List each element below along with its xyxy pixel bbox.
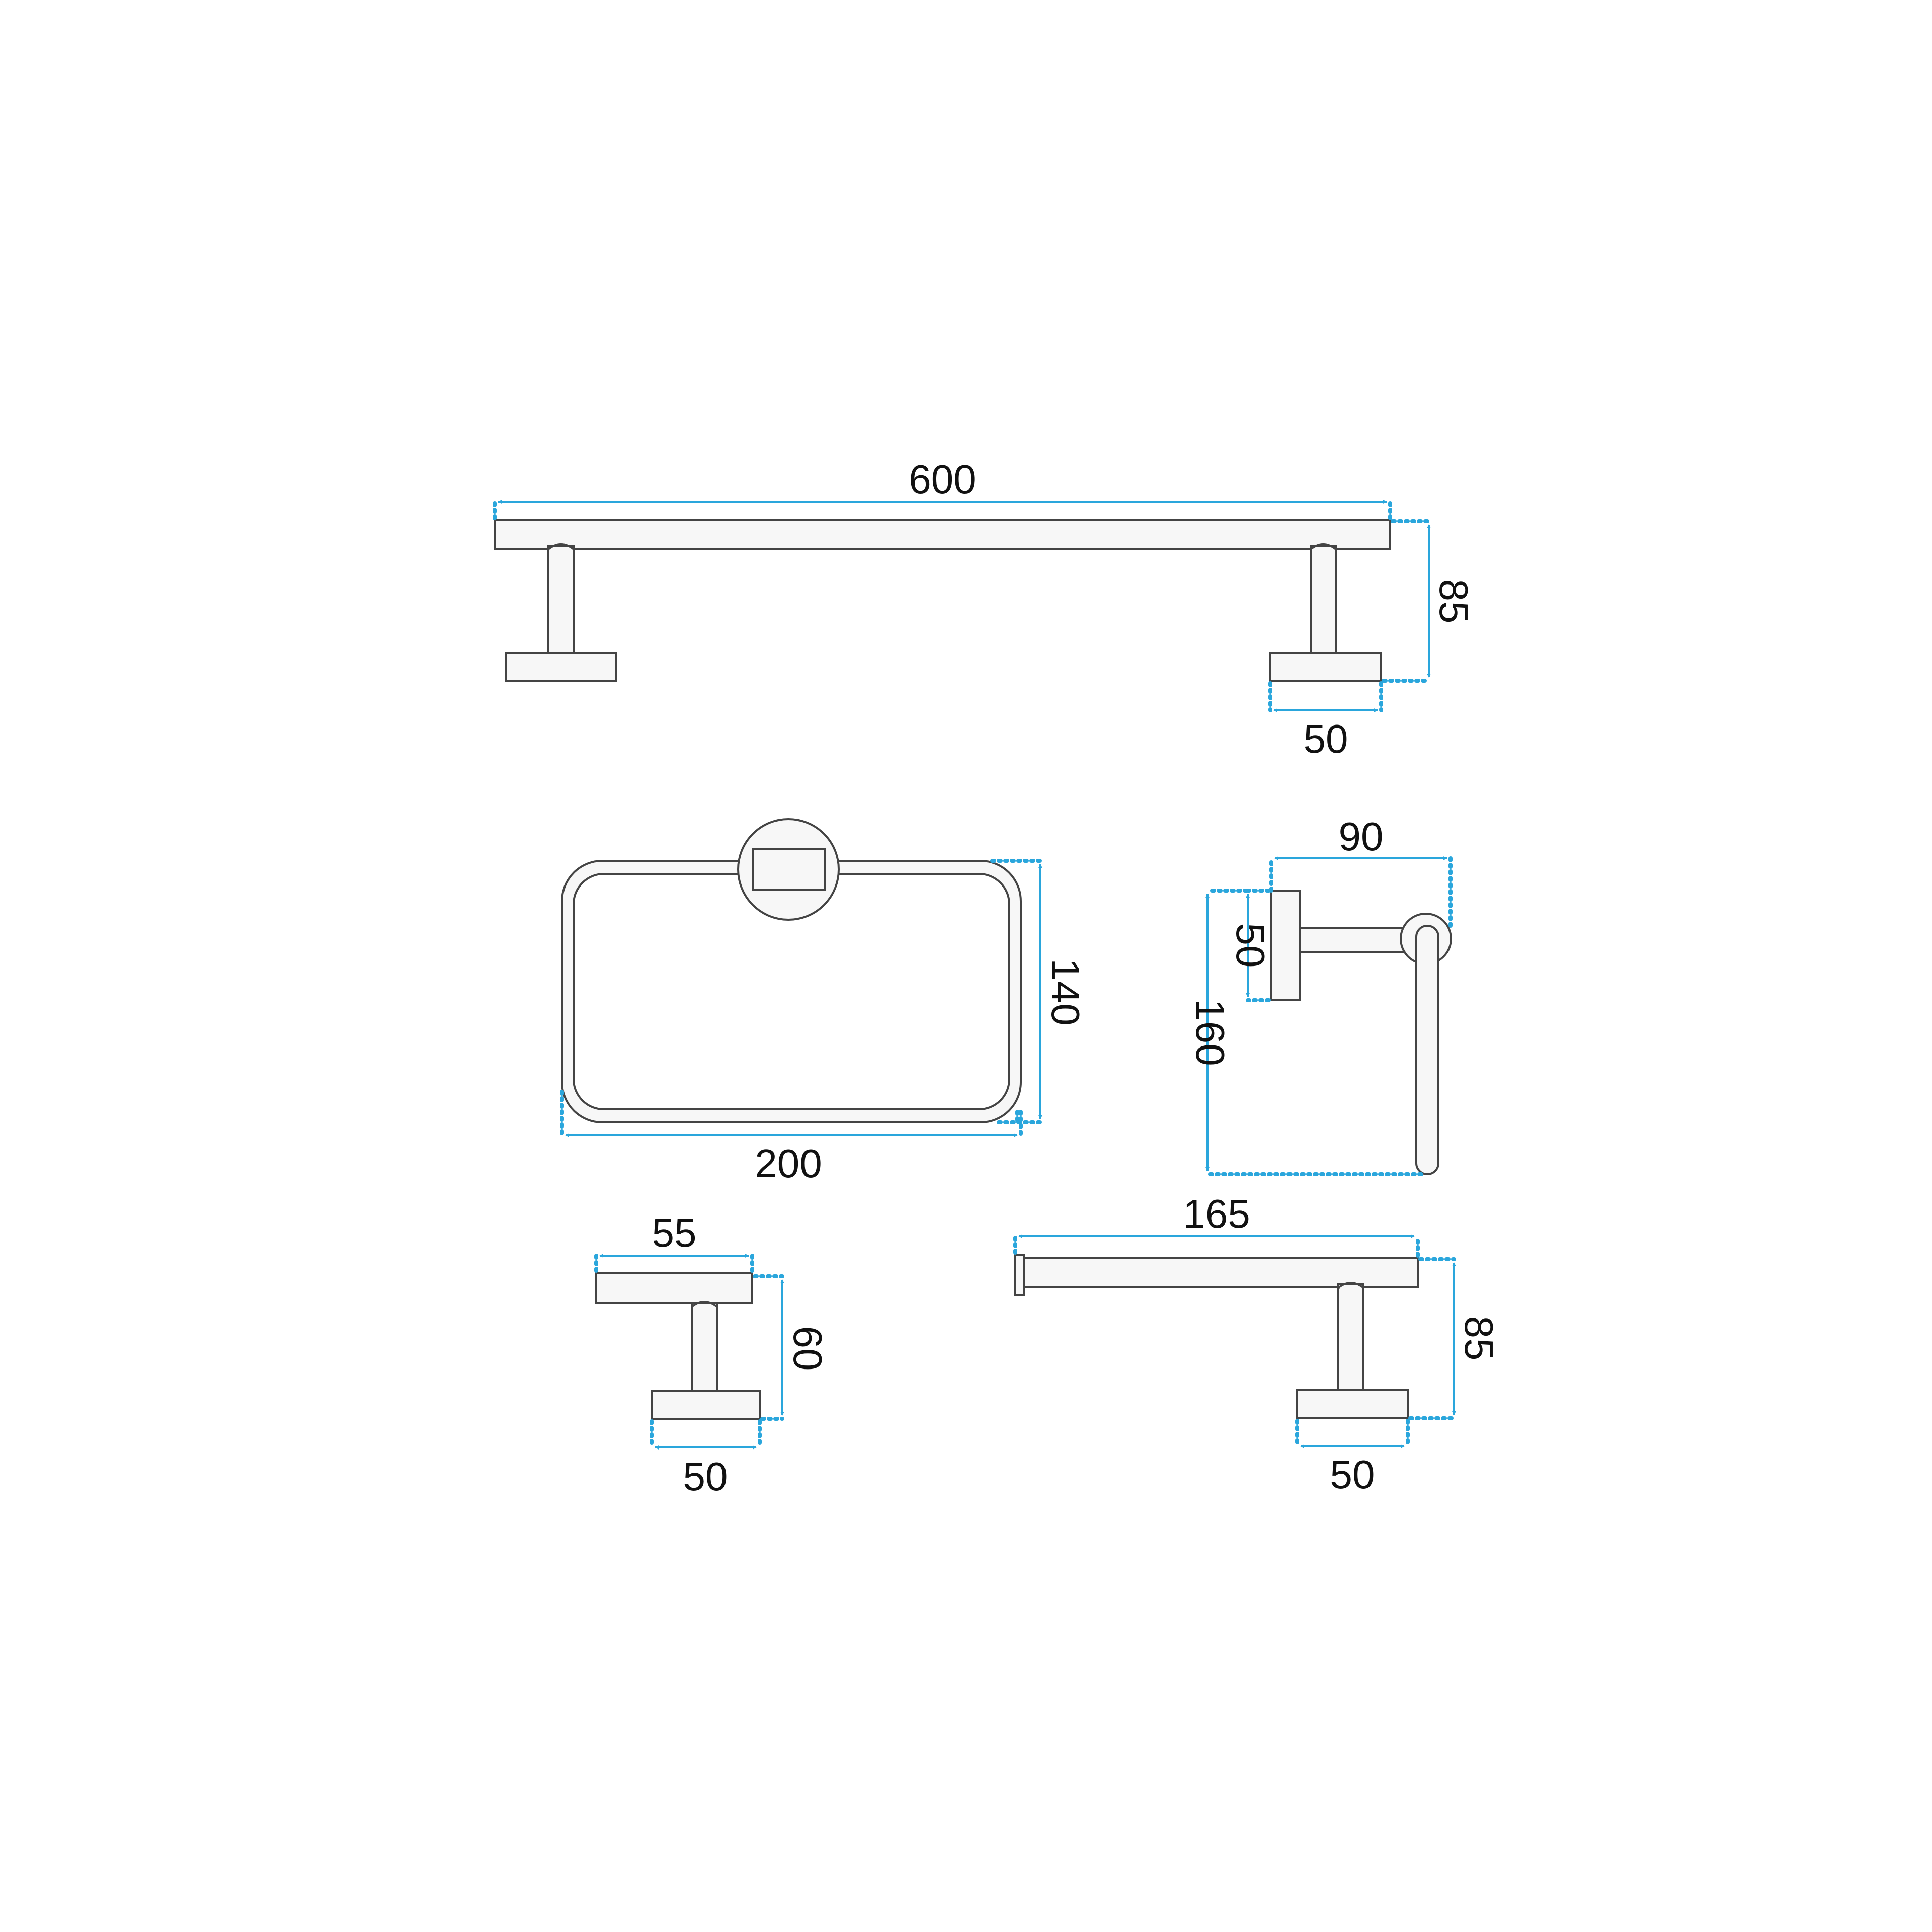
towel-ring-mount-block [752, 848, 826, 891]
roll-holder-base-dimension: 50 [1295, 1419, 1410, 1497]
towel-bar-left-base [505, 652, 617, 682]
robe-hook-width-label: 55 [652, 1211, 697, 1255]
paper-holder-wall-plate [1270, 890, 1301, 1001]
towel-bar-rail [494, 519, 1391, 550]
roll-holder-length-dimension: 165 [1013, 1191, 1420, 1258]
towel-bar-length-label: 600 [909, 457, 976, 502]
robe-hook-post [691, 1301, 718, 1392]
paper-holder-depth-dimension: 90 [1269, 814, 1453, 928]
paper-holder-depth-label: 90 [1339, 814, 1384, 859]
paper-holder-base-label: 50 [1228, 923, 1273, 968]
roll-holder-rail [1023, 1257, 1419, 1288]
robe-hook-base [651, 1390, 761, 1420]
towel-bar-height-label: 85 [1431, 579, 1476, 624]
towel-bar-base-dimension: 50 [1268, 681, 1383, 761]
robe-hook-top-bar [595, 1272, 753, 1304]
towel-bar-right-base [1269, 652, 1382, 682]
towel-bar-right-post [1310, 543, 1337, 654]
paper-holder-drawing: 90 50 160 [1188, 814, 1453, 1176]
towel-bar-height-dimension: 85 [1382, 519, 1476, 683]
towel-bar-length-dimension: 600 [493, 457, 1392, 520]
paper-holder-base-dimension: 50 [1228, 889, 1273, 1002]
roll-holder-post [1337, 1282, 1364, 1391]
towel-ring-width-label: 200 [755, 1141, 822, 1186]
towel-ring-height-dimension: 140 [990, 859, 1088, 1124]
paper-holder-height-label: 160 [1188, 999, 1233, 1066]
towel-ring-height-label: 140 [1043, 958, 1088, 1025]
roll-holder-height-label: 85 [1457, 1316, 1501, 1361]
robe-hook-height-dimension: 60 [753, 1274, 830, 1421]
robe-hook-height-label: 60 [785, 1326, 830, 1371]
towel-ring-drawing: 140 200 [560, 818, 1088, 1186]
robe-hook-base-label: 50 [683, 1454, 728, 1499]
roll-holder-length-label: 165 [1183, 1191, 1250, 1236]
robe-hook-drawing: 55 60 50 [594, 1211, 830, 1499]
towel-ring-width-dimension: 200 [560, 1090, 1023, 1186]
robe-hook-width-dimension: 55 [594, 1211, 754, 1273]
roll-holder-drawing: 165 85 50 [1013, 1191, 1501, 1497]
paper-holder-arm [1299, 927, 1406, 953]
towel-bar-drawing: 600 85 50 [493, 457, 1476, 761]
roll-holder-base [1296, 1389, 1409, 1419]
robe-hook-base-dimension: 50 [650, 1419, 762, 1499]
paper-holder-bar [1415, 925, 1439, 1175]
roll-holder-height-dimension: 85 [1408, 1257, 1501, 1420]
paper-holder-height-dimension: 160 [1188, 889, 1423, 1176]
towel-bar-left-post [547, 543, 575, 654]
roll-holder-end-cap [1014, 1254, 1025, 1296]
roll-holder-base-label: 50 [1330, 1452, 1375, 1497]
towel-bar-base-label: 50 [1304, 716, 1348, 761]
